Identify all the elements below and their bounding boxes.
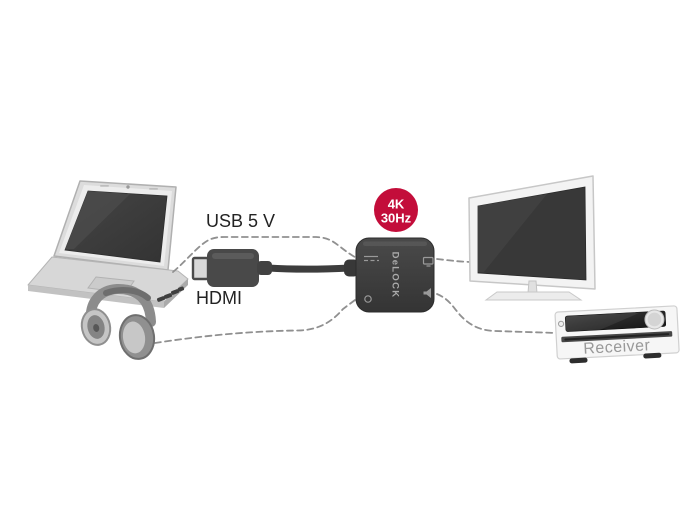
hdmi-label: HDMI (196, 288, 242, 308)
headphone-jack-icon (364, 295, 372, 303)
tv-screen-reflection (478, 194, 547, 272)
receiver-display (564, 310, 667, 332)
receiver-disc-slot-inner (564, 333, 670, 341)
laptop-illustration (27, 180, 189, 308)
cable-strain-relief (344, 259, 359, 277)
badge-line2: 30Hz (381, 211, 412, 226)
connection-lines (154, 236, 558, 344)
receiver-foot-right (643, 352, 662, 359)
bezel-vent-right (149, 188, 158, 190)
adapter-illustration: DeLOCK (355, 237, 435, 313)
receiver-audio-connection-line (436, 293, 558, 334)
hdmi-plug-tip (191, 256, 210, 281)
adapter-top-highlight (363, 241, 427, 246)
receiver-illustration: Receiver (554, 305, 680, 364)
tv-stand-base (484, 291, 583, 301)
headphones-illustration (80, 284, 156, 360)
headphone-right-earcup (118, 314, 156, 360)
hdmi-cable (264, 264, 354, 273)
laptop-ports (156, 286, 185, 302)
bezel-vent-left (100, 185, 109, 187)
headphone-audio-connection-line (154, 299, 356, 344)
tv-hdmi-connection-line (436, 258, 472, 263)
display-icon (422, 256, 434, 267)
dc-power-icon (364, 255, 379, 262)
receiver-label: Receiver (583, 337, 651, 357)
hdmi-cable-illustration (191, 249, 359, 287)
speaker-icon (423, 288, 431, 298)
badge-4k-30hz: 4K 30Hz (374, 188, 418, 232)
hdmi-plug-neck (257, 261, 272, 275)
headphone-band-shadow (103, 287, 151, 301)
usb-power-connection-line (172, 236, 361, 273)
badge-line1: 4K (388, 197, 405, 212)
receiver-display-gloss (565, 312, 642, 332)
hdmi-plug-highlight (212, 253, 254, 259)
tv-illustration (468, 175, 596, 301)
headphone-left-earcup (80, 308, 112, 346)
usb-power-label: USB 5 V (206, 211, 276, 231)
delock-logo: DeLOCK (390, 252, 401, 299)
badge-circle (374, 188, 418, 232)
receiver-volume-knob-inner (647, 312, 662, 327)
receiver-power-button (557, 320, 565, 327)
receiver-foot-left (569, 357, 588, 364)
webcam-icon (126, 185, 130, 189)
tv-stand-neck (527, 280, 538, 294)
laptop-screen-reflection (65, 191, 130, 249)
